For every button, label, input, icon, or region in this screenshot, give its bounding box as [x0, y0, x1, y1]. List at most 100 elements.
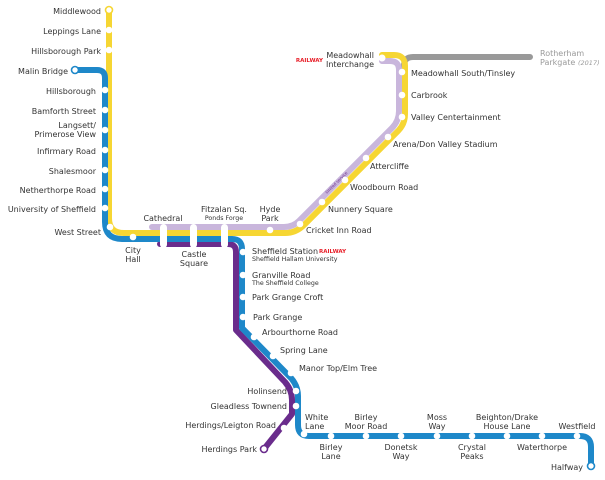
station-labels-centered: City Hall Cathedral Castle Square Fitzal…	[125, 205, 595, 461]
station-birley-lane[interactable]	[327, 432, 335, 440]
label-shalesmoor: Shalesmoor	[49, 167, 97, 176]
station-labels-right: Cricket Inn Road Nunnery Square Woodbour…	[251, 49, 600, 431]
label-langsett-2: Primerose View	[34, 130, 96, 139]
station-spring-lane[interactable]	[269, 352, 277, 360]
label-manor-top: Manor Top/Elm Tree	[299, 364, 377, 373]
station-langsett[interactable]	[101, 126, 109, 134]
station-gleadless-townend[interactable]	[292, 402, 300, 410]
station-arena[interactable]	[384, 133, 392, 141]
station-hyde-park[interactable]	[266, 226, 274, 234]
label-westfield: Westfield	[559, 422, 596, 431]
station-sheffield-station[interactable]	[239, 248, 247, 256]
station-holinsend[interactable]	[292, 387, 300, 395]
label-white-lane-2: Lane	[305, 422, 324, 431]
station-park-grange-croft[interactable]	[239, 293, 247, 301]
station-shalesmoor[interactable]	[101, 166, 109, 174]
station-meadowhall-interchange[interactable]	[378, 54, 386, 62]
label-waterthorpe: Waterthorpe	[517, 443, 567, 452]
station-park-grange[interactable]	[239, 313, 247, 321]
label-woodbourn-road: Woodbourn Road	[350, 183, 418, 192]
label-fitzalan-2: Ponds Forge	[205, 215, 243, 222]
label-birley-moor-1: Birley	[355, 413, 378, 422]
yellow-line	[106, 7, 408, 236]
label-castle-square-2: Square	[180, 259, 208, 268]
label-hyde-park-2: Park	[261, 214, 279, 223]
label-granville-road-2: The Sheffield College	[251, 280, 319, 287]
station-westfield[interactable]	[573, 432, 581, 440]
label-cathedral: Cathedral	[143, 214, 182, 223]
label-hyde-park-1: Hyde	[260, 205, 281, 214]
label-birley-lane-1: Birley	[320, 443, 343, 452]
label-arena: Arena/Don Valley Stadium	[393, 140, 498, 149]
station-birley-moor-road[interactable]	[362, 432, 370, 440]
label-leppings-lane: Leppings Lane	[43, 27, 101, 36]
station-valley-centertainment[interactable]	[398, 113, 406, 121]
station-arbourthorne-road[interactable]	[250, 333, 258, 341]
station-hillsborough[interactable]	[101, 86, 109, 94]
station-woodbourn-road[interactable]	[341, 176, 349, 184]
label-university: University of Sheffield	[8, 205, 96, 214]
railway-label-meadowhall: RAILWAY	[296, 58, 324, 64]
label-granville-road-1: Granville Road	[252, 271, 310, 280]
label-carbrook: Carbrook	[411, 91, 448, 100]
label-birley-lane-2: Lane	[321, 452, 340, 461]
label-herdings-leighton-road: Herdings/Leigton Road	[185, 421, 276, 430]
station-crystal-peaks[interactable]	[468, 432, 476, 440]
station-beighton[interactable]	[503, 432, 511, 440]
label-infirmary-road: Infirmary Road	[37, 147, 96, 156]
label-malin-bridge: Malin Bridge	[18, 67, 68, 76]
label-meadowhall-1: Meadowhall	[326, 51, 374, 60]
label-meadowhall-2: Interchange	[326, 60, 374, 69]
castle-square-platform[interactable]	[190, 224, 197, 248]
label-city-hall-2: Hall	[125, 255, 140, 264]
station-meadowhall-south[interactable]	[398, 68, 406, 76]
label-crystal-peaks-1: Crystal	[458, 443, 486, 452]
label-moss-way-1: Moss	[427, 413, 447, 422]
station-west-street[interactable]	[106, 223, 114, 231]
label-birley-moor-2: Moor Road	[345, 422, 388, 431]
station-manor-top[interactable]	[287, 369, 295, 377]
label-beighton-2: House Lane	[484, 422, 531, 431]
station-carbrook[interactable]	[398, 91, 406, 99]
station-herdings-leighton-road[interactable]	[280, 424, 288, 432]
label-nunnery-square: Nunnery Square	[328, 205, 393, 214]
station-middlewood[interactable]	[104, 5, 114, 15]
label-netherthorpe-road: Netherthorpe Road	[20, 186, 96, 195]
station-malin-bridge[interactable]	[70, 65, 80, 75]
label-beighton-1: Beighton/Drake	[476, 413, 538, 422]
station-university[interactable]	[101, 204, 109, 212]
station-cricket-inn-road[interactable]	[296, 220, 304, 228]
station-halfway[interactable]	[586, 461, 596, 471]
label-meadowhall-south: Meadowhall South/Tinsley	[411, 69, 515, 78]
label-hillsborough: Hillsborough	[46, 87, 96, 96]
label-sheffield-station-1: Sheffield Station	[252, 247, 318, 256]
station-netherthorpe-road[interactable]	[101, 185, 109, 193]
fitzalan-platform[interactable]	[221, 224, 228, 248]
label-hillsborough-park: Hillsborough Park	[31, 47, 101, 56]
station-nunnery-square[interactable]	[318, 198, 326, 206]
station-waterthorpe[interactable]	[538, 432, 546, 440]
station-hillsborough-park[interactable]	[105, 46, 113, 54]
station-white-lane[interactable]	[300, 430, 308, 438]
lilac-line	[149, 58, 402, 230]
label-park-grange: Park Grange	[253, 313, 302, 322]
blue-line	[72, 67, 594, 469]
label-white-lane-1: White	[305, 413, 328, 422]
label-fitzalan-1: Fitzalan Sq.	[201, 205, 247, 214]
station-city-hall[interactable]	[129, 233, 137, 241]
station-bamforth-street[interactable]	[101, 106, 109, 114]
cathedral-platform[interactable]	[160, 224, 167, 248]
station-leppings-lane[interactable]	[105, 26, 113, 34]
station-donetsk-way[interactable]	[397, 432, 405, 440]
station-moss-way[interactable]	[433, 432, 441, 440]
station-attercliffe[interactable]	[362, 154, 370, 162]
station-infirmary-road[interactable]	[101, 146, 109, 154]
railway-label-sheffield: RAILWAY	[319, 249, 347, 255]
station-herdings-park[interactable]	[259, 444, 269, 454]
label-park-grange-croft: Park Grange Croft	[252, 293, 323, 302]
label-west-street: West Street	[54, 228, 101, 237]
label-moss-way-2: Way	[428, 422, 445, 431]
label-rotherham-3: (2017)	[578, 59, 600, 67]
station-granville-road[interactable]	[239, 271, 247, 279]
